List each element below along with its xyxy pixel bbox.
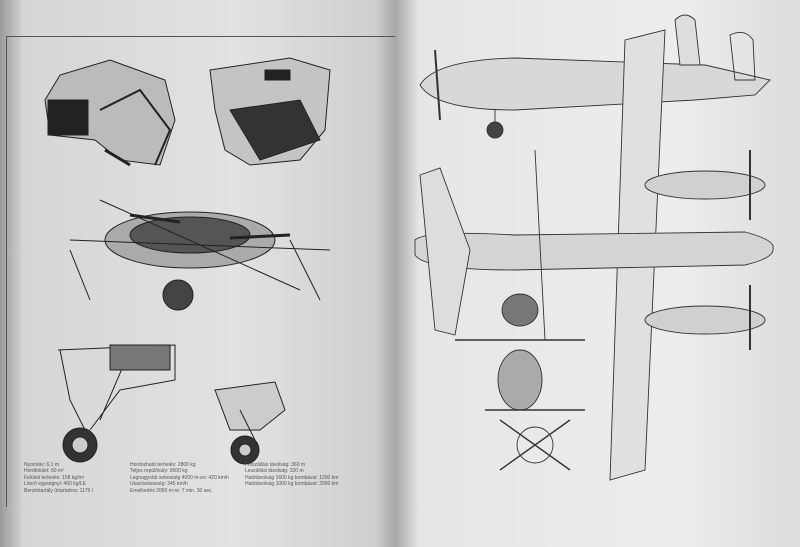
spec-line: Felületi terhelés: 158 kg/m²: [24, 474, 85, 481]
spec-line: Utazósebesség: 345 km/h: [130, 481, 188, 488]
spec-line: Hordfelület: 60 m²: [24, 468, 64, 475]
spec-line: Lóerő egységnyi: 460 kg/LE: [24, 481, 86, 488]
specs-column-1: Nyomtáv: 6,1 m Hordfelület: 60 m² Felüle…: [24, 462, 93, 494]
spec-line: Nyomtáv: 6,1 m: [24, 462, 60, 468]
spec-line: Emelkedés 2000 m-re: 7 min. 30 sec.: [130, 487, 213, 494]
spec-line: Hatótávolság 1600 kg bombával: 1200 km: [245, 474, 339, 481]
tail-wheel-drawing: [214, 381, 286, 465]
spec-line: Legnagyobb sebesség 4000 m-en: 420 km/h: [130, 474, 229, 481]
right-page: [395, 0, 800, 547]
spec-line: Leszállási távolság: 320 m: [245, 468, 304, 475]
turret-drawing: [69, 199, 331, 311]
nose-section-drawing: [209, 57, 331, 166]
specs-column-2: Hordozható terhelés: 2800 kg Teljes repü…: [130, 462, 229, 494]
left-page: Nyomtáv: 6,1 m Hordfelület: 60 m² Felüle…: [0, 0, 396, 547]
spec-line: Teljes repülősúly: 9500 kg: [130, 468, 188, 475]
top-view-drawing: [414, 29, 774, 481]
cockpit-detail-drawing: [44, 59, 176, 167]
aircraft-plan-drawings: [414, 14, 774, 481]
spec-line: Hordozható terhelés: 2800 kg: [130, 462, 196, 468]
spec-line: Felszállási távolság: 360 m: [245, 462, 306, 468]
detail-drawings: [44, 57, 331, 465]
specs-column-3: Felszállási távolság: 360 m Leszállási t…: [245, 462, 338, 488]
page-frame: [6, 36, 396, 507]
main-landing-gear-drawing: [57, 344, 176, 463]
spec-line: Benzintartály űrtartalma: 1175 l: [24, 487, 93, 494]
front-view-drawing: [455, 293, 585, 471]
spec-line: Hatótávolság 1000 kg bombával: 2000 km: [245, 481, 339, 488]
side-view-drawing: [419, 14, 771, 139]
